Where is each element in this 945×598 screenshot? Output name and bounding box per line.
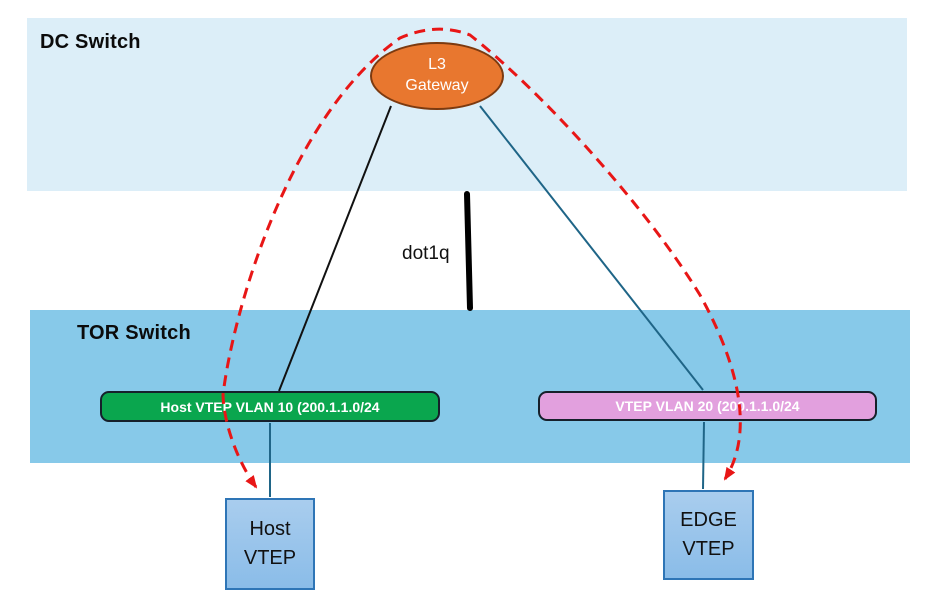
vtep-vlan20-box: VTEP VLAN 20 (200.1.1.0/24 bbox=[538, 391, 877, 421]
l3-gateway-label-line1: L3 bbox=[428, 56, 446, 74]
edge-vtep-label-line2: VTEP bbox=[682, 538, 735, 560]
host-vtep-label-line2: VTEP bbox=[243, 547, 297, 569]
host-vtep-label-line1: Host bbox=[249, 518, 291, 540]
dot1q-trunk-line bbox=[464, 191, 473, 311]
l3-gateway-node: L3 Gateway bbox=[370, 42, 504, 110]
l3-gateway-label-line2: Gateway bbox=[405, 77, 469, 94]
dot1q-label: dot1q bbox=[402, 243, 450, 264]
edge-vtep-node: EDGE VTEP bbox=[663, 490, 754, 580]
tor-switch-band: TOR Switch bbox=[30, 310, 910, 463]
dc-switch-label: DC Switch bbox=[40, 31, 141, 53]
host-vtep-node: Host VTEP bbox=[225, 498, 315, 590]
tor-switch-label: TOR Switch bbox=[77, 322, 191, 344]
host-vtep-vlan10-box: Host VTEP VLAN 10 (200.1.1.0/24 bbox=[100, 391, 440, 422]
edge-vtep-label-line1: EDGE bbox=[680, 509, 737, 531]
